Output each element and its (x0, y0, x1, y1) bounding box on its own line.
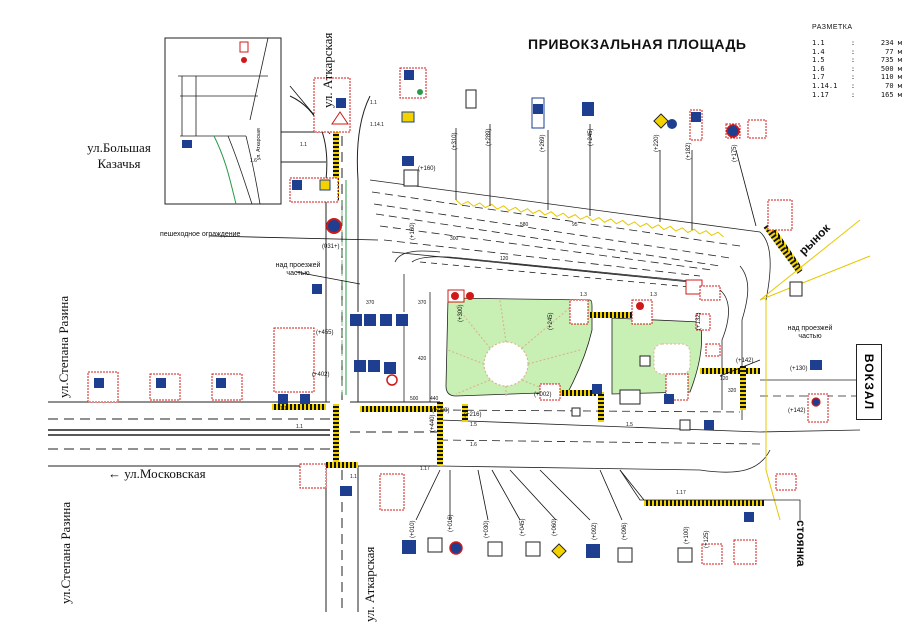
svg-text:500: 500 (410, 396, 419, 402)
svg-text:1.1: 1.1 (280, 406, 287, 412)
chainage-label: (+175) (732, 144, 738, 162)
svg-text:1.6: 1.6 (250, 158, 257, 164)
chainage-label: (+300) (458, 304, 464, 322)
chainage-label: (+402) (312, 372, 330, 378)
chainage-label: (+030) (484, 520, 490, 538)
street-label-atkarskaya-bottom: ул. Аткарская (362, 546, 377, 622)
svg-text:1.5: 1.5 (470, 422, 477, 428)
inset-map (164, 37, 282, 205)
parking-lane (619, 469, 801, 520)
atkarskaya-road (275, 95, 371, 612)
svg-text:1.1: 1.1 (296, 424, 303, 430)
svg-text:1.3: 1.3 (580, 292, 587, 298)
sign-boxes (87, 67, 829, 565)
legend-title: РАЗМЕТКА (812, 24, 853, 31)
legend-row: 1.4:77 м (812, 47, 902, 56)
chainage-label: (+160) (418, 166, 436, 172)
svg-text:1.1: 1.1 (300, 142, 307, 148)
svg-text:440: 440 (430, 396, 439, 402)
arrow-left-icon: ← (108, 466, 121, 481)
chainage-label: (+016) (448, 514, 454, 532)
chainage-label: (+142) (736, 358, 754, 364)
legend-row: 1.6:500 м (812, 64, 902, 73)
chainage-label: (031+) (322, 244, 340, 250)
legend-row: 1.14.1:70 м (812, 81, 902, 90)
chainage-label: (+092) (592, 522, 598, 540)
chainage-label: (+002) (534, 392, 552, 398)
chainage-label: (+130) (790, 366, 808, 372)
svg-text:1.14.1: 1.14.1 (370, 122, 384, 128)
street-label-razina-bottom: ул.Степана Разина (58, 501, 73, 604)
chainage-label: (+269) (540, 134, 546, 152)
central-park (445, 297, 702, 397)
legend-row: 1.17:165 м (812, 90, 902, 99)
label-stoyanka: стоянка (794, 520, 808, 567)
chainage-label: (+289) (486, 128, 492, 146)
annotation-above-road-left: над проезжей частью (275, 262, 321, 277)
svg-text:370: 370 (418, 300, 427, 306)
chainage-label: (+160) (410, 222, 416, 240)
chainage-label: (+142) (788, 408, 806, 414)
station-building: ВОКЗАЛ (856, 344, 882, 420)
street-label-atkarskaya-top: ул. Аткарская (320, 32, 335, 108)
chainage-label: (+310) (452, 132, 458, 150)
leader-lines (209, 85, 761, 521)
svg-text:1.17: 1.17 (676, 490, 686, 496)
chainage-label: (+245) (588, 128, 594, 146)
svg-text:320: 320 (728, 388, 737, 394)
fence-lines (341, 199, 871, 521)
legend-row: 1.5:735 м (812, 56, 902, 65)
svg-text:120: 120 (720, 376, 729, 382)
annotation-pedestrian-fence: пешеходное ограждение (160, 231, 241, 238)
chainage-label: (+455) (316, 330, 334, 336)
svg-text:300: 300 (450, 236, 459, 242)
legend-row: 1.1:234 м (812, 39, 902, 47)
chainage-label: (+060) (552, 518, 558, 536)
map-title: ПРИВОКЗАЛЬНАЯ ПЛОЩАДЬ (528, 36, 747, 52)
svg-text:1.17: 1.17 (420, 466, 430, 472)
svg-text:1.1: 1.1 (370, 100, 377, 106)
chainage-label: (+440) (430, 414, 436, 432)
svg-text:370: 370 (366, 300, 375, 306)
svg-text:420: 420 (418, 356, 427, 362)
chainage-label: (+182) (686, 142, 692, 160)
chainage-label: (+010) (410, 520, 416, 538)
marking-legend: РАЗМЕТКА 1.1:234 м 1.4:77 м 1.5:735 м 1.… (812, 24, 902, 99)
svg-text:120: 120 (500, 256, 509, 262)
svg-text:1.1: 1.1 (350, 474, 357, 480)
svg-text:580: 580 (520, 222, 529, 228)
svg-text:1.5: 1.5 (626, 422, 633, 428)
lane-markings: 370 370 420 500 440 300 580 95 120 120 3… (250, 100, 737, 496)
svg-text:1.6: 1.6 (470, 442, 477, 448)
legend-row: 1.7:110 м (812, 73, 902, 82)
chainage-label: (+216) (464, 412, 482, 418)
svg-text:95: 95 (572, 222, 578, 228)
street-label-razina-top: ул.Степана Разина (56, 295, 71, 398)
chainage-label: (+125) (704, 530, 710, 548)
street-label-bolshaya-kazachya: ул.Большая Казачья (87, 140, 151, 171)
square-lanes (369, 179, 861, 473)
chainage-label: (+096) (622, 522, 628, 540)
svg-text:1.3: 1.3 (650, 292, 657, 298)
inset-street-label: ул. Аткарская (256, 128, 262, 160)
chainage-label: (+100) (684, 526, 690, 544)
chainage-label: (+060) (432, 408, 450, 414)
chainage-label: (+220) (654, 134, 660, 152)
chainage-label: (+132) (696, 312, 702, 330)
annotation-above-road-right: над проезжей частью (787, 325, 833, 340)
chainage-label: (+045) (520, 518, 526, 536)
chainage-label: (+245) (548, 312, 554, 330)
street-label-moskovskaya: ← ул.Московская (108, 466, 206, 481)
